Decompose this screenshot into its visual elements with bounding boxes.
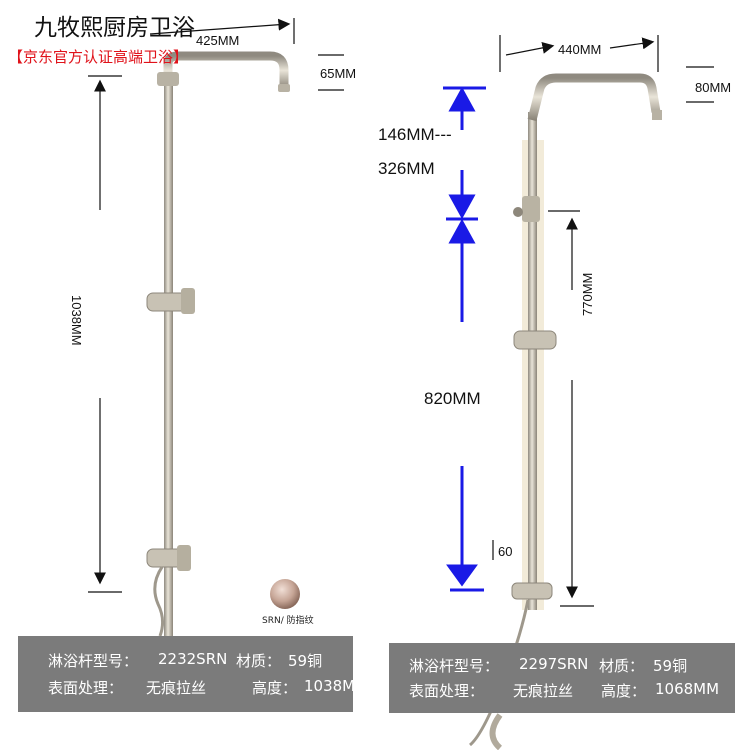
model-label: 淋浴杆型号： xyxy=(409,657,500,675)
height-label: 高度： xyxy=(252,679,298,697)
height-label: 高度： xyxy=(601,682,647,700)
left-height-label: 1038MM xyxy=(69,295,84,346)
model-value: 2297SRN xyxy=(519,655,589,673)
finish-swatch-label: SRN/ 防指纹 xyxy=(262,616,314,626)
right-bottom-label: 60 xyxy=(498,544,513,559)
finish-swatch xyxy=(270,579,300,609)
left-shower-column xyxy=(146,51,290,638)
blue-range-arrows xyxy=(443,86,486,592)
right-spec-panel: 淋浴杆型号： 2297SRN 材质： 59铜 表面处理： 无痕拉丝 高度： 10… xyxy=(389,643,735,713)
left-spec-panel: 淋浴杆型号： 2232SRN 材质： 59铜 表面处理： 无痕拉丝 高度： 10… xyxy=(18,636,368,712)
left-dimension-lines xyxy=(88,18,344,593)
right-range-b-label: 326MM xyxy=(378,159,435,178)
height-value: 1038MM xyxy=(304,677,369,695)
right-drop-label: 80MM xyxy=(695,80,732,95)
right-width-label: 440MM xyxy=(558,42,602,57)
height-value: 1068MM xyxy=(655,680,720,698)
brand-name: 九牧熙厨房卫浴 xyxy=(34,15,195,41)
finish-value: 无痕拉丝 xyxy=(513,682,574,700)
finish-label: 表面处理： xyxy=(48,679,124,697)
material-value: 59铜 xyxy=(288,652,323,670)
material-label: 材质： xyxy=(236,652,282,670)
model-label: 淋浴杆型号： xyxy=(48,652,139,670)
finish-label: 表面处理： xyxy=(409,682,485,700)
right-dimension-lines xyxy=(492,35,714,607)
material-value: 59铜 xyxy=(653,657,688,675)
right-bar-height-label: 770MM xyxy=(580,272,595,316)
finish-value: 无痕拉丝 xyxy=(146,679,207,697)
right-range-a-label: 146MM--- xyxy=(378,125,452,144)
model-value: 2232SRN xyxy=(158,650,228,668)
left-drop-label: 65MM xyxy=(320,66,357,81)
right-slide-range-label: 820MM xyxy=(424,389,481,408)
official-badge: 【京东官方认证高端卫浴】 xyxy=(8,48,189,66)
left-width-label: 425MM xyxy=(196,33,240,48)
material-label: 材质： xyxy=(599,657,645,675)
